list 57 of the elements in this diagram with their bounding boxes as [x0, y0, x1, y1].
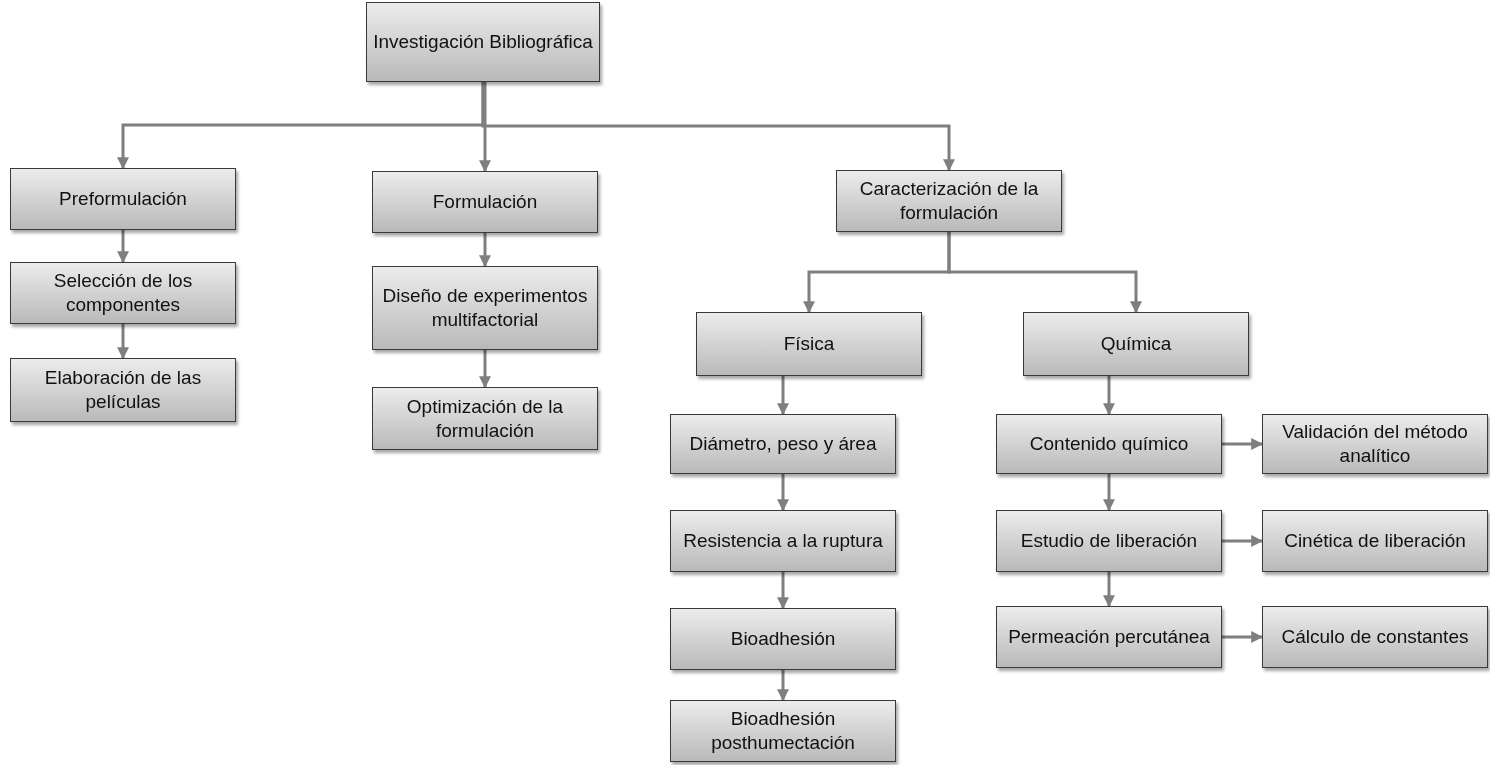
- node-label: Preformulación: [59, 187, 187, 211]
- arrow: [1103, 474, 1115, 512]
- arrow: [479, 82, 491, 173]
- arrow: [777, 376, 789, 416]
- process-box: [10, 262, 236, 324]
- process-box: [366, 2, 600, 82]
- process-box: [996, 510, 1222, 572]
- arrow: [117, 324, 129, 360]
- node-label: Contenido químico: [1029, 432, 1189, 456]
- process-box: [670, 510, 896, 572]
- process-box: [670, 608, 896, 670]
- process-box: [836, 170, 1062, 232]
- process-box: [1262, 606, 1488, 668]
- node-label: Bioadhesión: [730, 627, 836, 651]
- process-box: [996, 414, 1222, 474]
- arrow: [1222, 438, 1264, 450]
- process-box: [670, 700, 896, 762]
- arrow: [777, 670, 789, 702]
- node-label: Selección de los componentes: [52, 269, 194, 317]
- process-box: [372, 387, 598, 450]
- process-box: [1262, 414, 1488, 474]
- process-box: [10, 358, 236, 422]
- node-label: Optimización de la formulación: [405, 394, 565, 443]
- arrow: [481, 82, 955, 172]
- arrow: [947, 232, 1142, 314]
- node-label: Bioadhesión posthumectación: [710, 707, 856, 755]
- node-label: Física: [783, 332, 835, 356]
- arrow: [1103, 376, 1115, 416]
- node-label: Formulación: [432, 190, 538, 214]
- arrow: [1222, 535, 1264, 547]
- arrow: [1103, 572, 1115, 608]
- node-label: Química: [1100, 332, 1172, 356]
- arrow: [777, 572, 789, 610]
- arrow: [1222, 631, 1264, 643]
- process-box: [372, 171, 598, 233]
- process-box: [996, 606, 1222, 668]
- node-label: Investigación Bibliográfica: [373, 30, 593, 54]
- node-label: Diseño de experimentos multifactorial: [381, 284, 589, 332]
- process-box: [10, 168, 236, 230]
- node-label: Diámetro, peso y área: [689, 432, 877, 456]
- node-label: Elaboración de las películas: [43, 366, 203, 414]
- node-label: Permeación percutánea: [1008, 625, 1210, 649]
- node-label: Resistencia a la ruptura: [683, 529, 883, 553]
- node-label: Estudio de liberación: [1020, 529, 1198, 553]
- process-box: [372, 266, 598, 350]
- arrow: [117, 230, 129, 264]
- node-label: Caracterización de la formulación: [858, 177, 1040, 225]
- node-label: Cinética de liberación: [1284, 529, 1466, 553]
- arrow: [479, 350, 491, 389]
- node-label: Cálculo de constantes: [1281, 625, 1469, 649]
- process-box: [1023, 312, 1249, 376]
- arrow: [479, 233, 491, 268]
- arrow: [777, 474, 789, 512]
- process-box: [1262, 510, 1488, 572]
- process-box: [696, 312, 922, 376]
- node-label: Validación del método analítico: [1281, 420, 1469, 468]
- process-box: [670, 414, 896, 474]
